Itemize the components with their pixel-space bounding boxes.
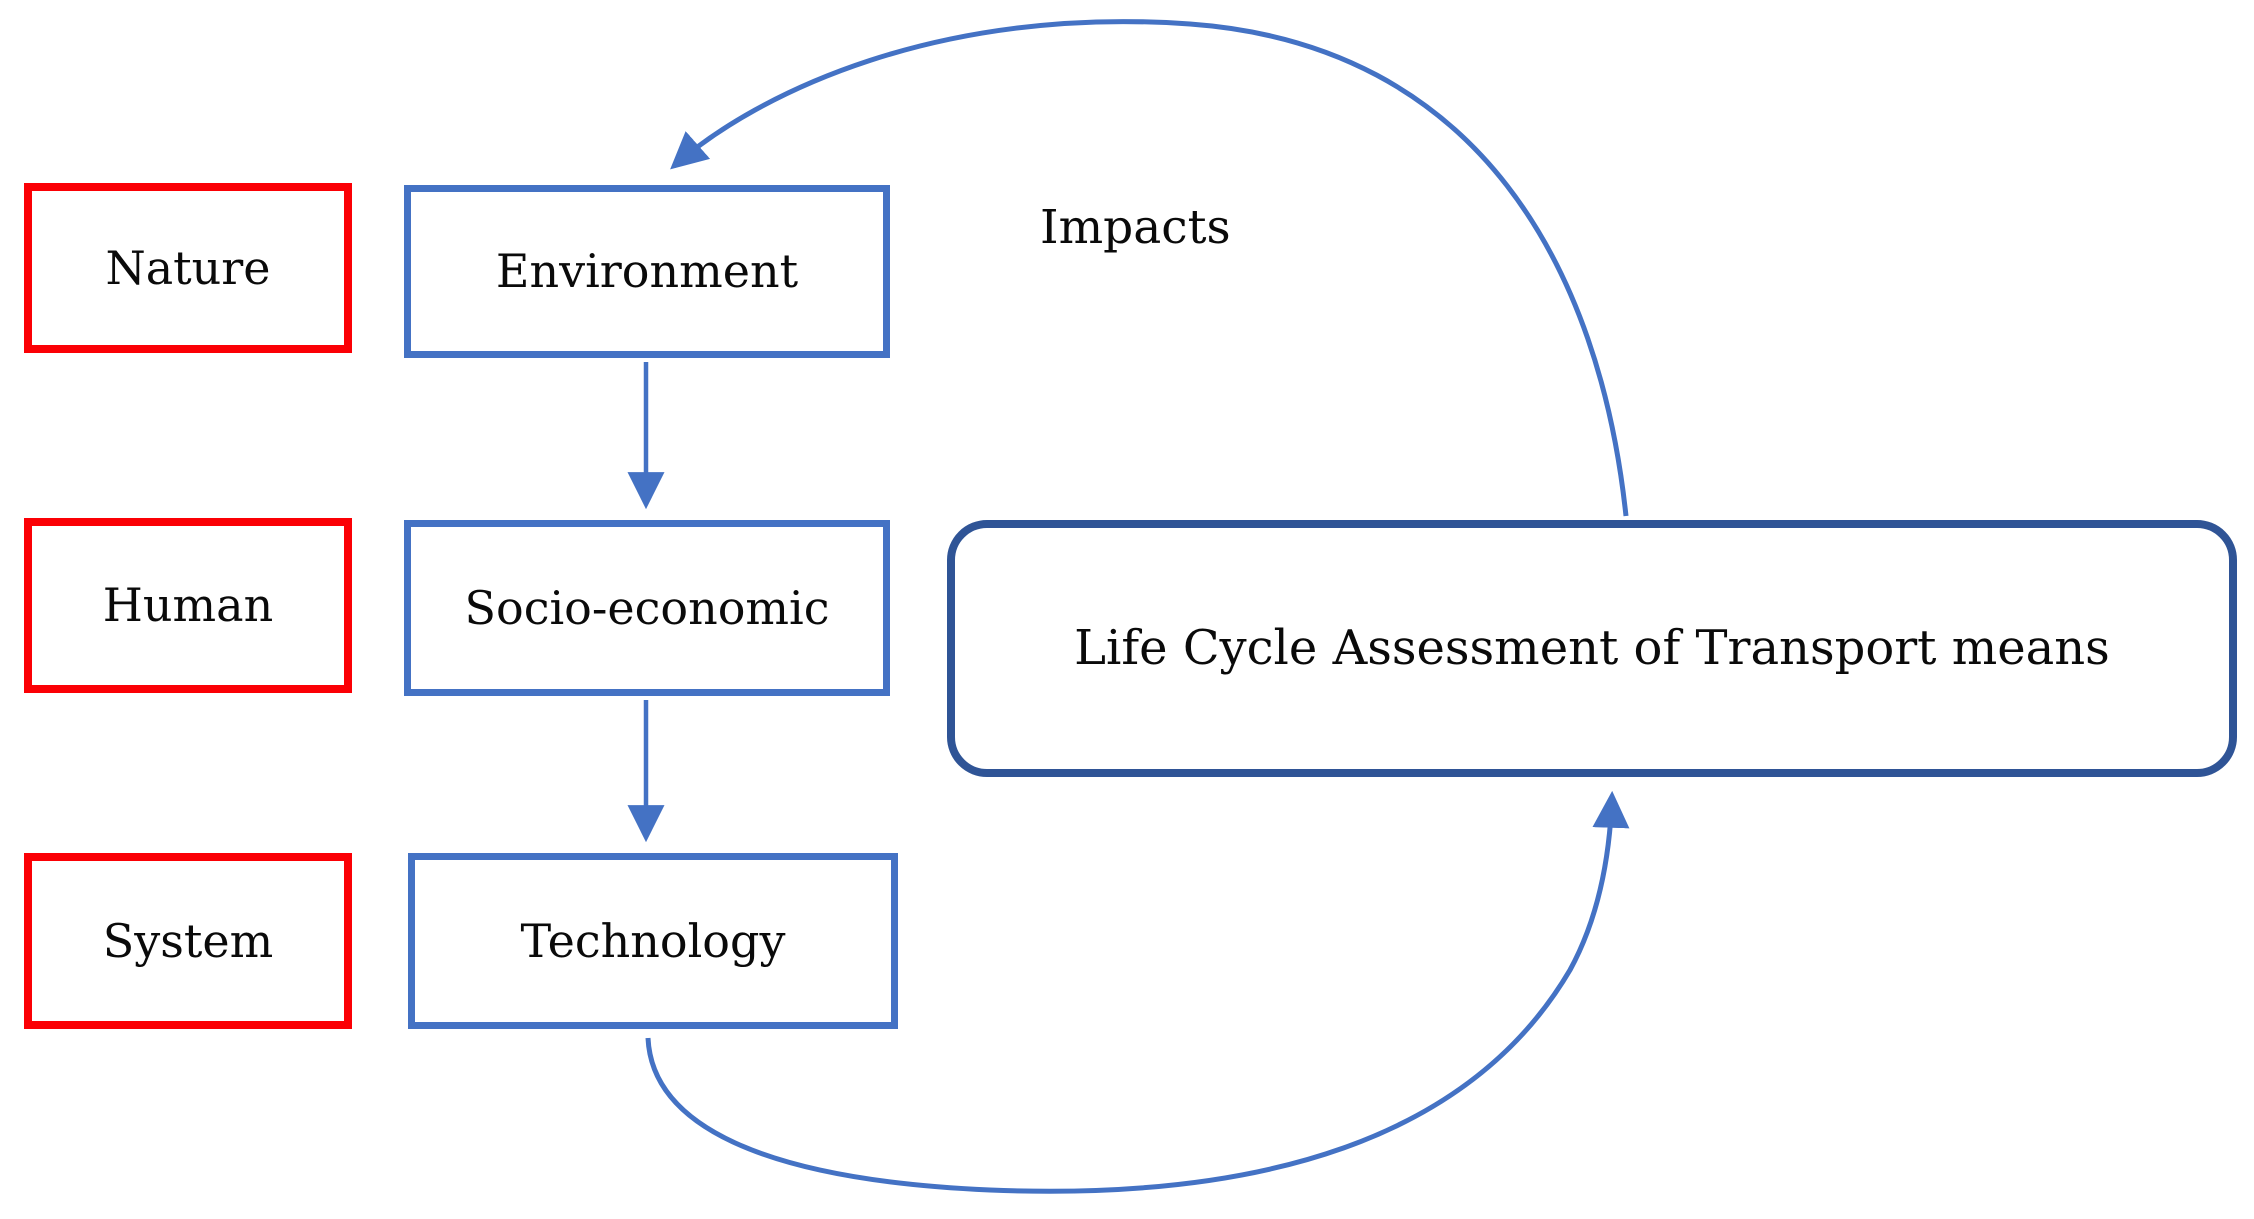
impacts-label: Impacts [1040, 200, 1231, 255]
technology-label: Technology [520, 913, 786, 968]
environment-box: Environment [404, 185, 890, 358]
socioeconomic-box: Socio-economic [404, 520, 890, 696]
human-box: Human [24, 518, 352, 693]
lca-box: Life Cycle Assessment of Transport means [947, 520, 2237, 777]
lca-label: Life Cycle Assessment of Transport means [1074, 620, 2110, 677]
human-label: Human [102, 578, 274, 633]
system-box: System [24, 853, 352, 1029]
socioeconomic-label: Socio-economic [464, 580, 830, 635]
system-label: System [102, 913, 274, 968]
nature-box: Nature [24, 183, 352, 353]
technology-box: Technology [408, 853, 898, 1029]
environment-label: Environment [495, 244, 799, 299]
nature-label: Nature [105, 240, 271, 295]
